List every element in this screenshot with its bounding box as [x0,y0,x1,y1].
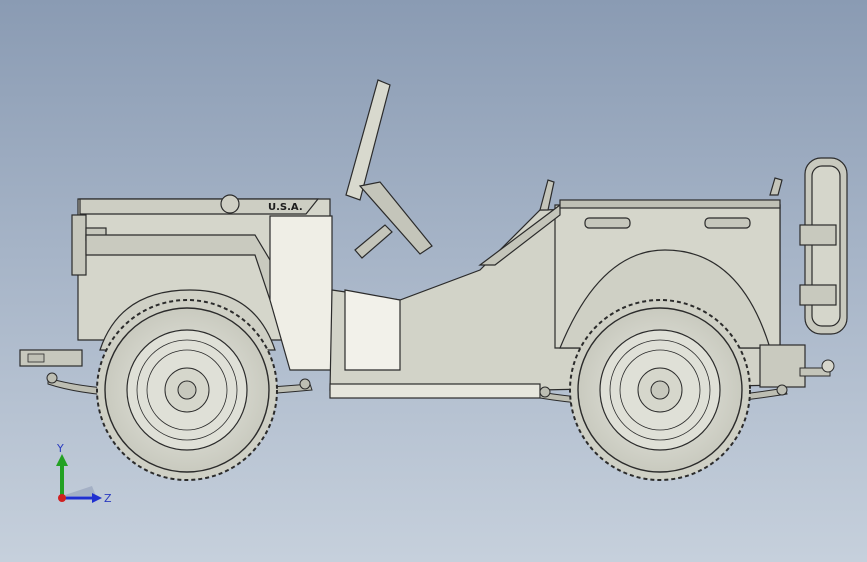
spare-wheel [799,157,848,335]
z-arrow-head-icon [92,493,102,503]
rear-wheel [569,299,751,481]
hood-marking: U.S.A. [268,202,303,213]
tow-ball [799,359,835,377]
coordinate-triad: Y Z [56,442,112,505]
x-axis-dot [58,494,66,502]
y-arrow-head-icon [56,454,68,466]
y-axis-label: Y [56,442,64,455]
z-axis-label: Z [104,492,112,505]
front-bumper [19,349,83,367]
front-wheel [96,299,278,481]
